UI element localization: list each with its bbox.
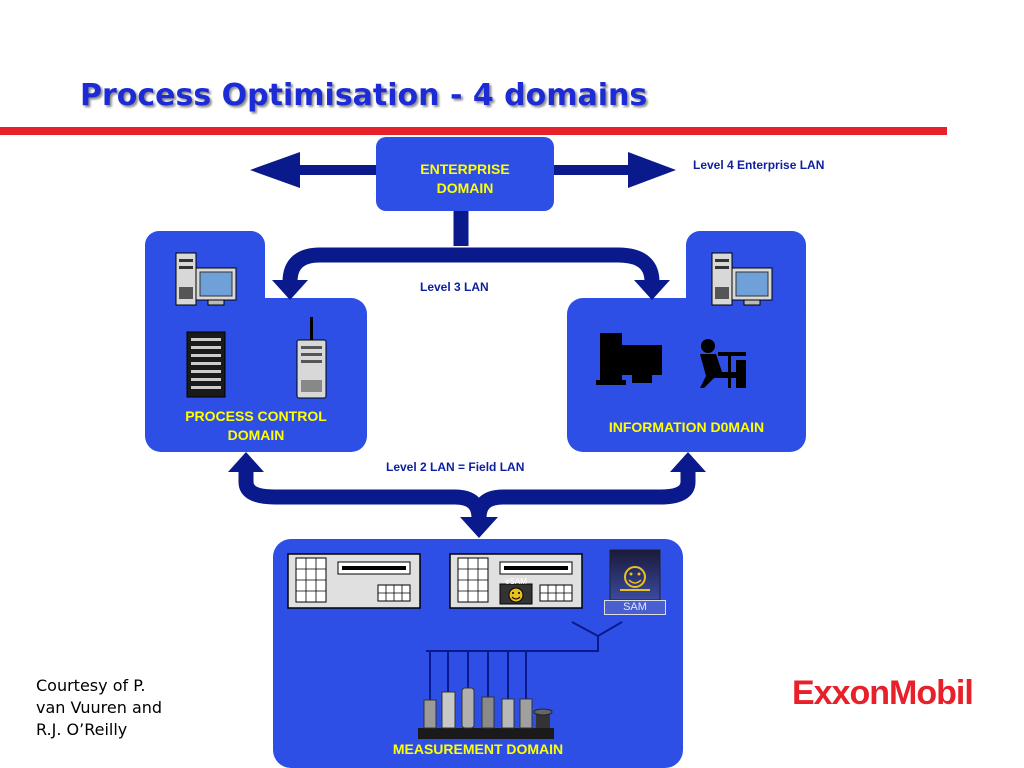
process-control-domain-label: PROCESS CONTROL DOMAIN: [145, 407, 367, 445]
sam-label: SAM: [604, 600, 666, 615]
title-underline: [0, 127, 947, 135]
workstation-icon: [175, 252, 237, 306]
process-control-label-line1: PROCESS CONTROL: [185, 408, 327, 424]
process-control-label-line2: DOMAIN: [227, 427, 285, 443]
enterprise-domain-label-line2: DOMAIN: [436, 180, 494, 196]
desktop-computer-icon: [596, 333, 662, 385]
level4-lan-label: Level 4 Enterprise LAN: [693, 158, 825, 172]
slide-title: Process Optimisation - 4 domains: [80, 78, 648, 113]
information-domain-label: INFORMATION D0MAIN: [608, 419, 765, 435]
credit-line-3: R.J. O’Reilly: [36, 720, 128, 739]
level3-arrowheads: [272, 280, 670, 300]
esam-smiley-icon: [508, 587, 524, 603]
enterprise-domain-label: ENTERPRISE DOMAIN: [376, 160, 554, 198]
level2-lan-label: Level 2 LAN = Field LAN: [386, 460, 525, 474]
credit-note: Courtesy of P. van Vuuren and R.J. O’Rei…: [36, 675, 196, 741]
controller-tower-icon: [296, 317, 327, 399]
sam-device-icon: [609, 549, 661, 601]
level2-lan-arrows: [238, 470, 696, 519]
field-instruments-icon: [418, 687, 554, 739]
credit-line-2: van Vuuren and: [36, 698, 163, 717]
level2-arrowheads: [228, 452, 706, 538]
field-controller-icon: [287, 553, 421, 609]
esam-label: eSAM: [505, 577, 527, 586]
level3-lan-arrows: [282, 211, 660, 283]
credit-line-1: Courtesy of P.: [36, 676, 146, 695]
workstation-icon: [711, 252, 773, 306]
enterprise-domain-box: [376, 137, 554, 211]
server-rack-icon: [186, 331, 226, 398]
level4-lan-arrow: [250, 152, 676, 188]
field-controller-icon: [449, 553, 583, 609]
measurement-domain-label: MEASUREMENT DOMAIN: [392, 741, 564, 757]
user-at-desk-icon: [700, 339, 746, 388]
exxonmobil-logo: ExxonMobil: [792, 674, 974, 712]
level3-lan-label: Level 3 LAN: [420, 280, 489, 294]
field-bus-lines: [426, 621, 623, 700]
enterprise-domain-label-line1: ENTERPRISE: [420, 161, 510, 177]
